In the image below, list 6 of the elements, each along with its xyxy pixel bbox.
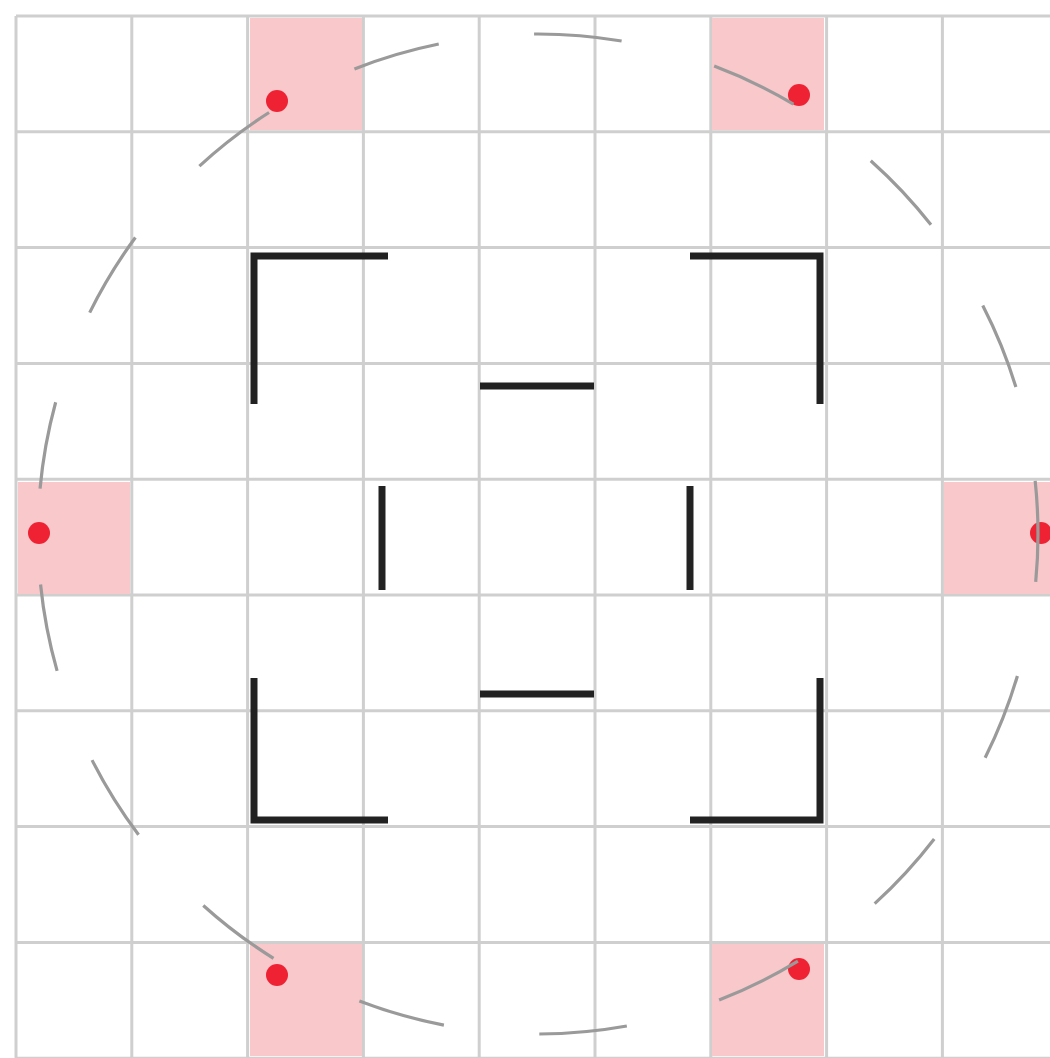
highlighted-cell	[18, 481, 130, 594]
highlighted-cell	[944, 481, 1050, 594]
highlighted-cell	[712, 18, 825, 130]
highlighted-cell	[712, 944, 825, 1057]
highlighted-cell	[249, 18, 362, 130]
highlighted-cell	[249, 944, 362, 1057]
